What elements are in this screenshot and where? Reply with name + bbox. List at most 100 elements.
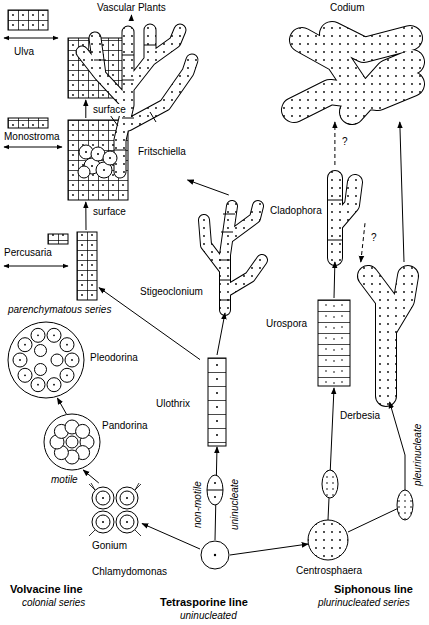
organism-node: Ulva bbox=[66, 36, 130, 100]
figure-part bbox=[120, 515, 134, 529]
figure-part bbox=[50, 420, 94, 464]
evolution-arrow bbox=[57, 398, 66, 414]
series-note: pleurinucleate bbox=[412, 424, 424, 486]
series-note: colonial series bbox=[22, 597, 85, 609]
line-title: Siphonous line bbox=[334, 583, 413, 595]
figure-part bbox=[66, 374, 68, 376]
figure-part bbox=[96, 515, 110, 529]
figure-part bbox=[24, 344, 26, 346]
figure-part bbox=[60, 338, 74, 352]
figure-part bbox=[204, 206, 262, 310]
figure-part bbox=[92, 487, 114, 509]
organism-node: Stigeoclonium bbox=[195, 195, 270, 313]
figure-part bbox=[89, 483, 141, 536]
figure-part bbox=[31, 378, 45, 392]
figure-part bbox=[116, 487, 138, 509]
organism-name: Derbesia bbox=[340, 410, 380, 422]
figure-part bbox=[47, 378, 61, 392]
evolution-arrow bbox=[230, 544, 308, 555]
evolution-arrow bbox=[334, 262, 336, 298]
figure-part bbox=[78, 145, 117, 178]
figure-part bbox=[94, 45, 156, 150]
organism-name: Centrosphaera bbox=[296, 565, 362, 577]
series-note: parenchymatous series bbox=[8, 304, 111, 316]
figure-part bbox=[318, 300, 350, 386]
organism-name: Ulva bbox=[14, 46, 34, 58]
organism-name: Cladophora bbox=[270, 205, 322, 217]
evolution-arrow bbox=[83, 470, 99, 483]
organism-node: Vascular Plants bbox=[95, 1, 168, 15]
organism-node: Cladophora bbox=[320, 165, 365, 262]
organism-node: Pleodorina bbox=[8, 322, 84, 398]
figure-part bbox=[76, 424, 90, 438]
organism-node: Derbesia bbox=[350, 262, 422, 402]
organism-name: Fritschiella bbox=[138, 146, 186, 158]
figure-part bbox=[31, 328, 45, 342]
evolution-arrow bbox=[99, 288, 200, 360]
figure-part bbox=[85, 151, 111, 171]
figure-part bbox=[85, 151, 87, 153]
figure-part bbox=[97, 153, 99, 155]
figure-part bbox=[66, 344, 68, 346]
organism-name: Codium bbox=[330, 2, 364, 14]
figure-part bbox=[201, 541, 229, 569]
figure-part bbox=[126, 521, 128, 523]
figure-part bbox=[214, 554, 216, 556]
figure-part bbox=[18, 338, 32, 352]
evolution-arrow bbox=[217, 313, 225, 355]
figure-part bbox=[8, 118, 48, 128]
figure-part bbox=[102, 521, 104, 523]
figure-part bbox=[48, 234, 68, 244]
figure-part bbox=[322, 470, 338, 498]
evolution-arrow bbox=[361, 223, 365, 262]
organism-name: Percusaria bbox=[4, 247, 52, 259]
figure-part bbox=[4, 38, 58, 39]
figure-part bbox=[96, 491, 110, 505]
figure-part bbox=[92, 487, 138, 533]
figure-part bbox=[116, 511, 138, 533]
figure-part bbox=[103, 169, 105, 171]
figure-part bbox=[327, 200, 343, 240]
organism-node: Codium bbox=[285, 18, 420, 122]
organism-name: Gonium bbox=[92, 540, 127, 552]
arrow-label: surface bbox=[92, 104, 127, 116]
series-note: non-motile bbox=[192, 481, 204, 528]
figure-part bbox=[24, 374, 26, 376]
figure-part bbox=[53, 334, 55, 336]
series-note: plurinucleated series bbox=[318, 597, 410, 609]
figure-part bbox=[397, 490, 413, 520]
figure-part bbox=[368, 276, 408, 396]
evolution-arrow bbox=[400, 122, 404, 262]
figure-part bbox=[37, 384, 39, 386]
figure-part bbox=[78, 166, 90, 178]
figure-part bbox=[18, 368, 32, 382]
figure-part bbox=[368, 276, 408, 396]
evolution-arrow bbox=[131, 15, 132, 20]
figure-part bbox=[66, 436, 78, 448]
figure-part bbox=[82, 30, 192, 172]
figure-part bbox=[109, 157, 111, 159]
figure-part bbox=[335, 178, 355, 258]
figure-part bbox=[19, 334, 73, 385]
figure-part bbox=[335, 178, 355, 258]
figure-part bbox=[53, 384, 55, 386]
figure-part bbox=[37, 334, 39, 336]
figure-part bbox=[4, 266, 68, 267]
evolution-arrow bbox=[85, 100, 86, 118]
figure-part bbox=[13, 353, 27, 367]
organism-name: Stigeoclonium bbox=[140, 286, 203, 298]
figure-part bbox=[35, 364, 47, 376]
organism-node: Fritschiella bbox=[75, 20, 200, 180]
figure-part bbox=[35, 345, 47, 357]
figure-part bbox=[47, 328, 61, 342]
figure-part bbox=[8, 10, 48, 30]
figure-part bbox=[4, 147, 62, 148]
organism-node: Centrosphaera bbox=[308, 520, 348, 560]
figure-part bbox=[65, 353, 79, 367]
organism-node: Pandorina bbox=[44, 414, 100, 470]
organism-name: Pleodorina bbox=[90, 352, 138, 364]
organism-node: Percusaria bbox=[75, 230, 99, 302]
organism-name: Pandorina bbox=[102, 420, 148, 432]
figure-part bbox=[103, 151, 117, 165]
figure-part bbox=[214, 482, 216, 484]
